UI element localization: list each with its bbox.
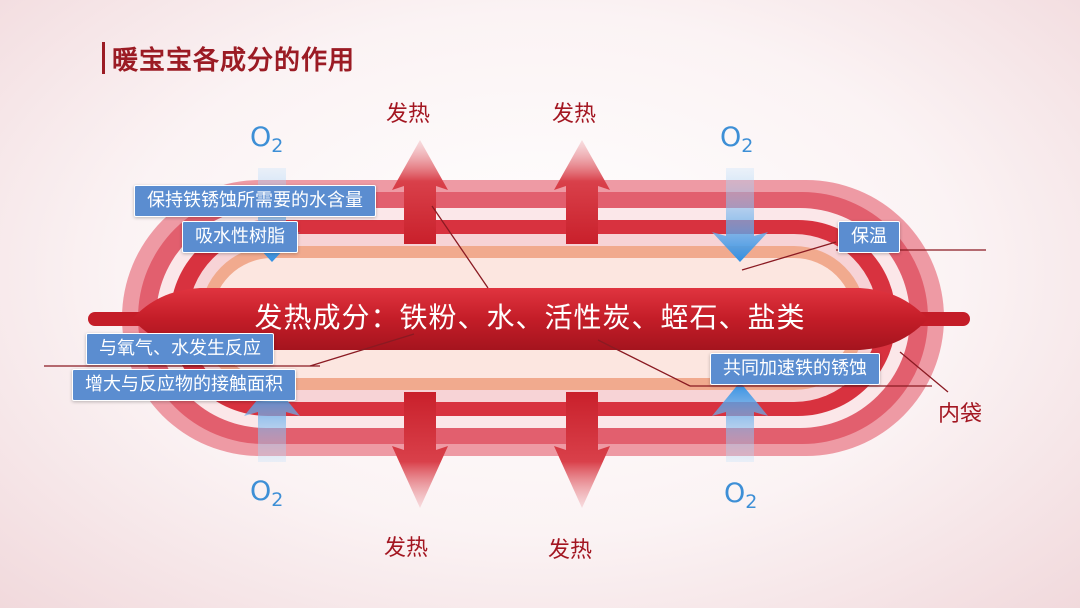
heat-arrow-up-1 [392, 140, 448, 244]
core-ingredients-label: 发热成分：铁粉、水、活性炭、蛭石、盐类 [254, 301, 806, 334]
heat-label-top-2: 发热 [552, 102, 597, 127]
oxygen-arrow-down-right [712, 168, 768, 262]
oxygen-label-top-left: O2 [250, 122, 284, 157]
heat-label-bottom-2: 发热 [548, 538, 593, 563]
tag-resin: 吸水性树脂 [182, 221, 298, 253]
leader-area [309, 333, 415, 367]
tag-react: 与氧气、水发生反应 [86, 333, 274, 365]
tag-area: 增大与反应物的接触面积 [72, 369, 296, 401]
title-accent-bar [102, 42, 105, 74]
heat-label-top-1: 发热 [386, 102, 431, 127]
inner-bag-label: 内袋 [938, 402, 983, 427]
tag-insulation: 保温 [838, 221, 900, 253]
page-title: 暖宝宝各成分的作用 [112, 46, 356, 76]
oxygen-label-bottom-left: O2 [250, 476, 284, 511]
heat-arrow-down-1 [392, 392, 448, 508]
leader-insulation [741, 241, 837, 271]
oxygen-arrow-up-left [244, 382, 300, 462]
leader-accelerate [597, 339, 691, 387]
leader-inner-bag [899, 351, 949, 393]
oxygen-label-bottom-right: O2 [724, 478, 758, 513]
oxygen-label-top-right: O2 [720, 122, 754, 157]
oxygen-arrow-up-right [712, 382, 768, 462]
heat-arrow-down-2 [554, 392, 610, 508]
leader-water-content [431, 205, 489, 289]
heat-label-bottom-1: 发热 [384, 536, 429, 561]
tag-water-content: 保持铁锈蚀所需要的水含量 [134, 185, 376, 217]
tag-accelerate: 共同加速铁的锈蚀 [710, 353, 880, 385]
heat-arrow-up-2 [554, 140, 610, 244]
core-body [132, 288, 928, 350]
